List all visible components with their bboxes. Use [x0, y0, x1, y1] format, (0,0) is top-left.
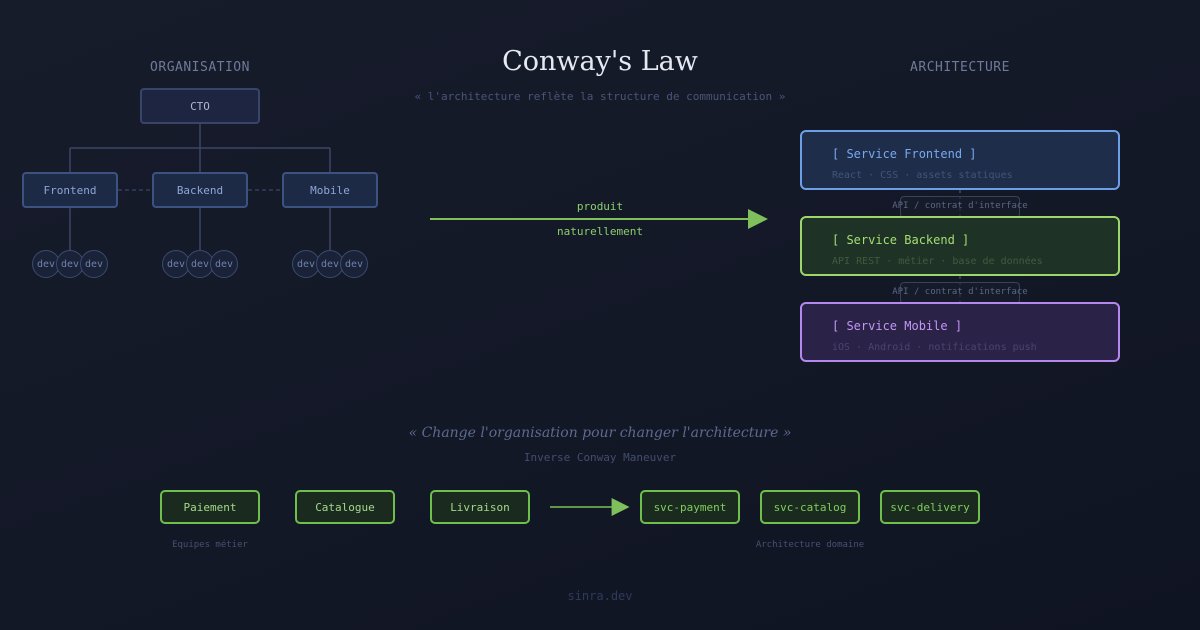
service-mobile-box: [ Service Mobile ] iOS · Android · notif…	[800, 302, 1120, 362]
dev-node: dev	[162, 250, 190, 278]
dev-node: dev	[292, 250, 320, 278]
svc-delivery-box: svc-delivery	[880, 490, 980, 524]
team-frontend-node: Frontend	[22, 172, 118, 208]
service-desc: React · CSS · assets statiques	[832, 170, 1013, 181]
footer-brand: sinra.dev	[567, 589, 633, 603]
dev-node: dev	[340, 250, 368, 278]
service-backend-box: [ Service Backend ] API REST · métier · …	[800, 216, 1120, 276]
arrow-label-naturally: naturellement	[556, 225, 644, 238]
architecture-heading: ARCHITECTURE	[910, 60, 1010, 75]
team-backend-node: Backend	[152, 172, 248, 208]
service-name: [ Service Frontend ]	[832, 147, 977, 161]
arrow-label-produces: produit	[576, 200, 624, 213]
api-contract-label: API / contrat d'interface	[892, 287, 1028, 297]
dev-node: dev	[56, 250, 84, 278]
api-contract-label: API / contrat d'interface	[892, 201, 1028, 211]
team-mobile-node: Mobile	[282, 172, 378, 208]
dev-node: dev	[186, 250, 214, 278]
team-livraison-box: Livraison	[430, 490, 530, 524]
org-tree-lines	[69, 124, 331, 250]
service-desc: API REST · métier · base de données	[832, 256, 1043, 267]
page-subtitle: « l'architecture reflète la structure de…	[414, 90, 786, 103]
organisation-heading: ORGANISATION	[150, 60, 250, 75]
services-caption: Architecture domaine	[755, 540, 865, 550]
dev-node: dev	[80, 250, 108, 278]
inverse-maneuver-label: Inverse Conway Maneuver	[523, 451, 677, 464]
team-paiement-box: Paiement	[160, 490, 260, 524]
inverse-quote: « Change l'organisation pour changer l'a…	[408, 425, 792, 441]
dev-node: dev	[32, 250, 60, 278]
service-frontend-box: [ Service Frontend ] React · CSS · asset…	[800, 130, 1120, 190]
svc-payment-box: svc-payment	[640, 490, 740, 524]
service-name: [ Service Backend ]	[832, 233, 970, 247]
service-name: [ Service Mobile ]	[832, 319, 963, 333]
svc-catalog-box: svc-catalog	[760, 490, 860, 524]
service-desc: iOS · Android · notifications push	[832, 342, 1037, 353]
team-catalogue-box: Catalogue	[295, 490, 395, 524]
page-title: Conway's Law	[502, 46, 698, 77]
cto-node: CTO	[140, 88, 260, 124]
teams-caption: Equipes métier	[172, 540, 248, 550]
dev-node: dev	[210, 250, 238, 278]
